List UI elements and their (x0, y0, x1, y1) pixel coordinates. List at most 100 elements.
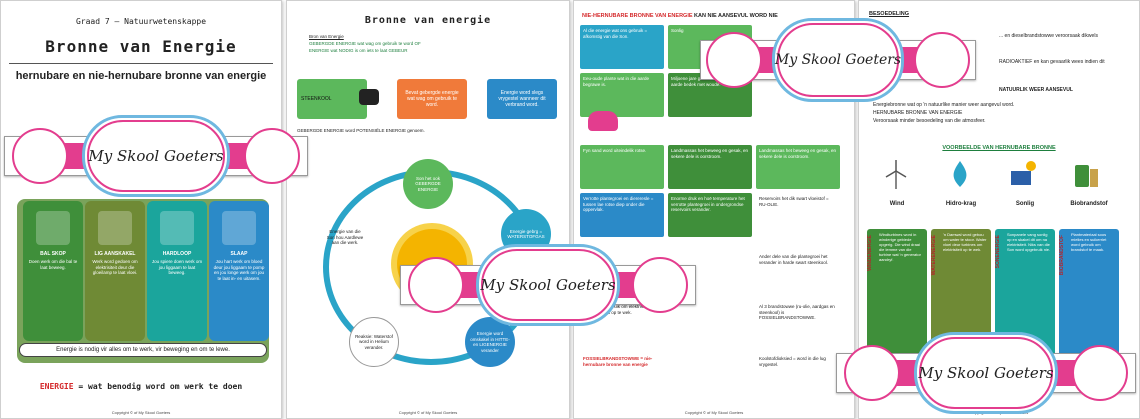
cycle-node-bottom-left: Reaksie: Waterstof word in Helium verand… (349, 317, 399, 367)
banner-title: My Skool Goeters (480, 276, 616, 294)
potential-energy-note: GEBERGDE ENERGIE word POTENSIËLE ENERGIE… (297, 128, 425, 133)
bullet-item: Bron van Energie (309, 34, 344, 39)
column-text: Sonpanele vang sonlig op en skakel dit o… (1007, 232, 1051, 252)
bullet-item: GEBERGDE ENERGIE wat wag om gebruik te w… (309, 41, 421, 46)
energy-definition: ENERGIE = wat benodig word om werk te do… (1, 382, 281, 391)
unicorn-icon (1072, 345, 1128, 401)
unicorn-icon (632, 257, 688, 313)
page-heading: NIE-HERNUBARE BRONNE VAN ENERGIE KAN NIE… (582, 13, 846, 19)
bullet-item: ENERGIE wat NODIG is om iets te laat GEB… (309, 48, 408, 53)
unicorn-icon (408, 257, 464, 313)
column-label: WATERENERGIE (931, 235, 937, 276)
watermark-banner: My Skool Goeters (4, 115, 308, 197)
copyright: Copyright © of My Skool Goeters (398, 410, 458, 415)
water-drop-icon (953, 161, 967, 187)
card-text: Werk word gedoen om elektrisiteit deur d… (92, 259, 138, 275)
text-line: RADIOAKTIEF en kan gevaarlik wees indien… (999, 59, 1105, 65)
source-label: Wind (889, 201, 905, 207)
page-subtitle: hernubare en nie-hernubare bronne van en… (15, 70, 267, 82)
banner-title: My Skool Goeters (774, 52, 902, 68)
fact-cell: FOSSIELBRANDSTOWWE = nie-hernubare bronn… (580, 353, 664, 397)
cycle-side-text: Energie van die Son hou Aardlewe aan die… (326, 229, 364, 245)
heading-part: KAN NIE AANSEVUL WORD NIE (692, 13, 778, 19)
heading-part: NIE-HERNUBARE BRONNE VAN ENERGIE (582, 13, 693, 19)
banner-title: My Skool Goeters (918, 364, 1054, 382)
bullet-item: HERNUBARE BRONNE VAN ENERGIE (873, 110, 963, 116)
dinosaur-icon (588, 111, 618, 131)
watermark-banner: My Skool Goeters (400, 244, 696, 326)
card-title: LIG AANSKAKEL (94, 251, 136, 257)
column-text: 'n Damwal word gebou om water te stoor. … (943, 232, 987, 252)
runner-icon (160, 211, 194, 245)
bullet-item: Energiebronne wat op 'n natuurlike manie… (873, 102, 1015, 108)
card-hardloop: HARDLOOP Jou spiere doen werk om jou lig… (147, 201, 207, 341)
coal-box: STEENKOOL (297, 79, 367, 119)
watermark-banner: My Skool Goeters (836, 332, 1136, 414)
fact-cell: Landmassas het beweeg en gesak, en seker… (668, 145, 752, 189)
banner-title: My Skool Goeters (88, 147, 224, 165)
card-text: Jou spiere doen werk om jou liggaam te l… (151, 259, 203, 275)
worksheet-page-2: Bronne van energie Bron van Energie GEBE… (286, 0, 570, 419)
column-label: WINDENERGIE (867, 235, 873, 271)
card-title: BAL SKOP (40, 251, 66, 257)
wind-turbine-icon (885, 160, 907, 189)
grade-label: Graad 7 – Natuurwetenskappe (75, 17, 207, 26)
page-title: Bronne van energie (364, 15, 492, 26)
column-label: SONENERGIE (995, 235, 1001, 269)
column-label: BIOBRANDSTOF (1059, 235, 1065, 276)
fact-cell: Enorme druk en hoë temperature het verro… (668, 193, 752, 237)
divider (9, 63, 273, 64)
fact-cell: Al die energie wat ons gebruik = afkomst… (580, 25, 664, 69)
section-heading: BESOEDELING (869, 11, 910, 17)
cycle-node-bottom-right: Energie word omskakel in HITTE- en LIGEN… (465, 317, 515, 367)
fact-cell: Verrotte plantegroei en diereresle = tus… (580, 193, 664, 237)
unicorn-icon (844, 345, 900, 401)
unicorn-icon (706, 32, 762, 88)
worksheet-page-1: Graad 7 – Natuurwetenskappe Bronne van E… (0, 0, 282, 419)
coal-icon (359, 89, 379, 105)
page-title: Bronne van Energie (45, 37, 237, 56)
definition-text: = wat benodig word om werk te doen (73, 382, 243, 391)
examples-heading: VOORBEELDE VAN HERNUBARE BRONNE (942, 145, 1056, 151)
fact-cell: Landmassas het beweeg en gesak, en seker… (756, 145, 840, 189)
released-energy-box: Energie word slegs vrygestel wanneer dit… (487, 79, 557, 119)
copyright: Copyright © of My Skool Goeters (111, 410, 171, 415)
fact-cell: Fyn sand word uiteindelik rotse. (580, 145, 664, 189)
solar-panel-icon (1011, 161, 1036, 185)
card-title: SLAAP (230, 251, 248, 257)
fact-cell: Al 3 brandstowwe (ru-olie, aardgas en st… (756, 301, 840, 345)
fact-cell: Koolstofdioksied = word in die lug vryge… (756, 353, 840, 397)
card-slaap: SLAAP Jou hart werk om bloed deur jou li… (209, 201, 269, 341)
bullet-list: Bron van Energie GEBERGDE ENERGIE wat wa… (309, 33, 421, 54)
card-bal-skop: BAL SKOP Doen werk om die bal te laat be… (23, 201, 83, 341)
light-switch-icon (98, 211, 132, 245)
card-text: Doen werk om die bal te laat beweeg. (28, 259, 78, 270)
unicorn-icon (12, 128, 68, 184)
biofuel-icon (1075, 165, 1098, 187)
source-label: Hidro-krag (945, 201, 977, 207)
card-text: Jou hart werk om bloed deur jou liggaam … (213, 259, 265, 281)
source-label: Biobrandstof (1070, 201, 1108, 207)
energy-arrow-banner: Energie is nodig vir alles om te werk, v… (19, 343, 267, 357)
source-label: Sonlig (1015, 201, 1035, 207)
stored-energy-box: Bevat gebergde energie wat wag om gebrui… (397, 79, 467, 119)
fact-cell: Ander dele van die plantegroei het veran… (756, 251, 840, 295)
energy-word: ENERGIE (39, 382, 74, 391)
bullet-item: Veroorsaak minder besoedeling van die at… (873, 118, 986, 124)
soccer-player-icon (36, 211, 70, 245)
fact-cell: Reservoirs het dik swart vloeistof = RU-… (756, 193, 840, 237)
column-text: Windturbines word in winderige gebiede o… (879, 232, 921, 262)
watermark-banner: My Skool Goeters (700, 18, 976, 102)
cycle-node-top: Son het ook GEBERGDE ENERGIE (403, 159, 453, 209)
bullet-list: Energiebronne wat op 'n natuurlike manie… (873, 101, 1014, 125)
card-title: HARDLOOP (162, 251, 192, 257)
copyright: Copyright © of My Skool Goeters (684, 410, 744, 415)
text-line: ... en dieselbrandstowwe veroorsaak dikw… (999, 33, 1098, 39)
unicorn-icon (244, 128, 300, 184)
unicorn-icon (914, 32, 970, 88)
text-line: NATUURLIK WEER AANSEVUL (999, 87, 1073, 93)
coal-label: STEENKOOL (301, 96, 332, 102)
sleeping-child-icon (222, 211, 256, 245)
card-lig-aanskakel: LIG AANSKAKEL Werk word gedoen om elektr… (85, 201, 145, 341)
fact-cell: Eeu-oude plante wat in die aarde begrawe… (580, 73, 664, 117)
